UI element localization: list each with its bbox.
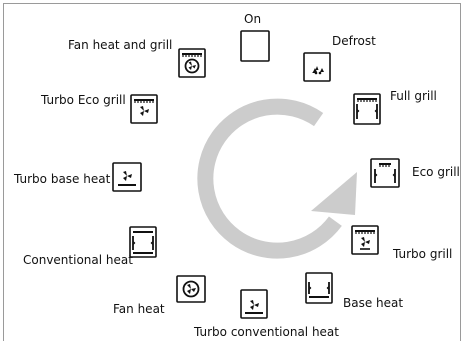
label-turbo-eco-grill: Turbo Eco grill [41, 93, 126, 107]
turbo-grill-icon [351, 225, 379, 255]
label-on: On [244, 12, 262, 26]
base-heat-icon [305, 272, 333, 304]
fan-heat-and-grill-icon [178, 48, 206, 78]
label-fan-heat-and-grill: Fan heat and grill [68, 38, 173, 52]
label-conventional-heat: Conventional heat [23, 253, 133, 267]
turbo-conventional-heat-icon [240, 289, 268, 319]
blank-square-icon [240, 30, 270, 62]
label-turbo-conventional-heat: Turbo conventional heat [194, 325, 339, 339]
label-full-grill: Full grill [390, 89, 437, 103]
eco-grill-icon [370, 158, 400, 188]
diagram-frame [3, 3, 461, 341]
label-fan-heat: Fan heat [113, 302, 165, 316]
full-grill-icon [353, 93, 381, 125]
label-base-heat: Base heat [343, 296, 404, 310]
label-eco-grill: Eco grill [412, 165, 460, 179]
label-turbo-grill: Turbo grill [393, 247, 453, 261]
turbo-eco-grill-icon [130, 94, 158, 124]
turbo-base-heat-icon [112, 162, 142, 192]
label-defrost: Defrost [332, 34, 376, 48]
fan-heat-icon [176, 275, 206, 303]
defrost-icon [303, 52, 331, 82]
label-turbo-base-heat: Turbo base heat [14, 172, 111, 186]
conventional-heat-icon [129, 226, 157, 258]
